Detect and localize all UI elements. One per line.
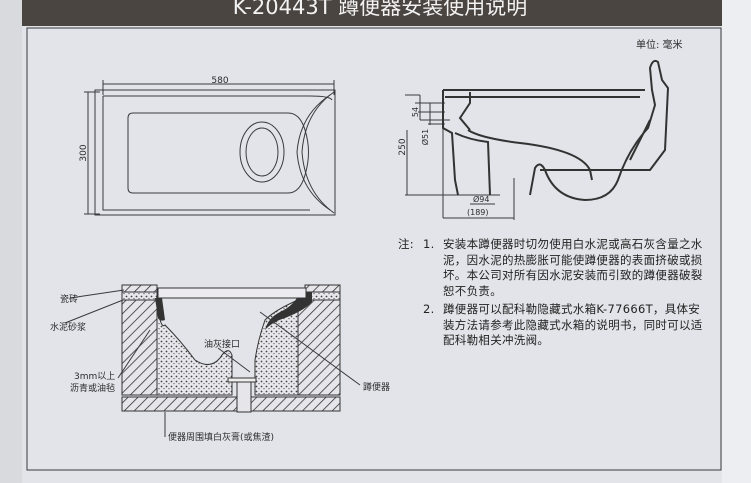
dim-250: 250 [398, 138, 408, 155]
label-putty-joint: 油灰接口 [204, 338, 240, 350]
dim-width-580: 580 [211, 76, 228, 86]
unit-label: 单位: 毫米 [636, 38, 683, 51]
note-line: 恕不负责。 [443, 283, 502, 298]
label-fill: 便器周围填白灰膏(或焦渣) [168, 431, 274, 443]
top-view-drawing [84, 80, 336, 216]
note-line: 坏。本公司对所有因水泥安装而引致的蹲便器破裂 [443, 268, 703, 282]
label-asphalt-thickness: 3mm以上 [74, 371, 115, 382]
installation-notes: 注: 1. 安装本蹲便器时切勿使用白水泥或高石灰含量之水 泥，因水泥的热膨胀可能使蹲… [398, 237, 703, 349]
dim-54: 54 [411, 107, 420, 117]
side-view-drawing [405, 59, 670, 220]
paper-margin [722, 0, 751, 483]
note-number: 1. [423, 237, 435, 251]
dim-94: Ø94 [473, 194, 489, 204]
note-line: 蹲便器可以配科勒隐藏式水箱K-77666T，具体安 [443, 302, 701, 316]
page-title: K-20443T 蹲便器安装使用说明 [233, 0, 527, 19]
paper-margin-left [0, 0, 22, 483]
note-number: 2. [423, 302, 435, 316]
note-2: 2. 蹲便器可以配科勒隐藏式水箱K-77666T，具体安 装方法请参考此隐藏式水箱… [398, 302, 703, 349]
label-mortar: 水泥砂浆 [50, 321, 86, 333]
note-line: 配科勒相关冲洗阀。 [443, 333, 550, 347]
section-view-drawing [64, 284, 361, 437]
note-line: 泥，因水泥的热膨胀可能使蹲便器的表面挤破或损 [443, 252, 703, 267]
frame-border [26, 27, 722, 471]
title-bar [22, 0, 722, 26]
label-squat-toilet: 蹲便器 [363, 381, 390, 393]
note-1: 注: 1. 安装本蹲便器时切勿使用白水泥或高石灰含量之水 泥，因水泥的热膨胀可能使蹲… [398, 237, 703, 299]
dim-51: Ø51 [420, 129, 430, 145]
label-tile: 瓷砖 [60, 293, 78, 305]
note-line: 装方法请参考此隐藏式水箱的说明书，同时可以适 [443, 317, 703, 332]
dim-height-300: 300 [79, 144, 89, 161]
dim-189: (189) [467, 208, 489, 217]
notes-prefix: 注: [398, 237, 414, 251]
label-asphalt: 沥青或油毡 [70, 382, 115, 394]
note-line: 安装本蹲便器时切勿使用白水泥或高石灰含量之水 [443, 237, 703, 251]
